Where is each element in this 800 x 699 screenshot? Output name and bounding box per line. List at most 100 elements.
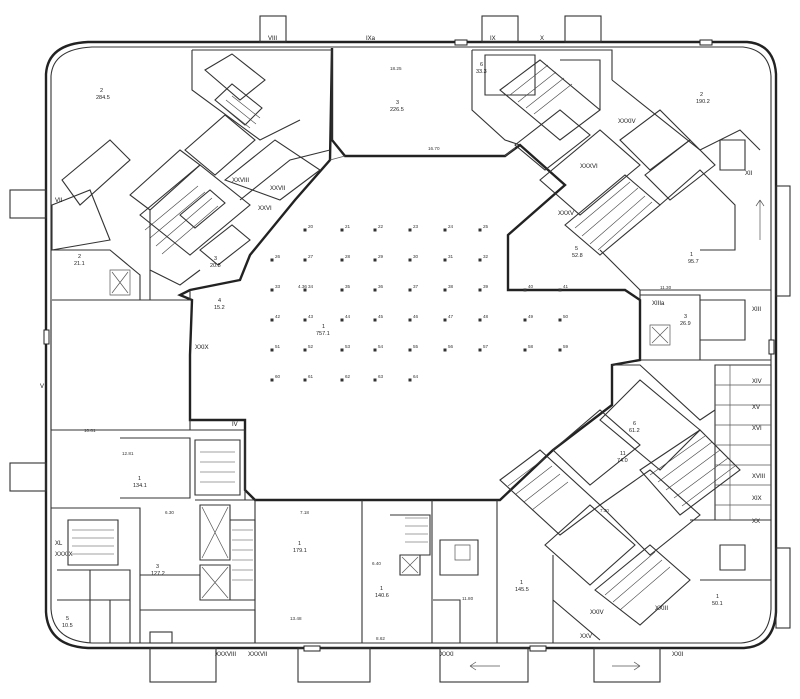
column-mark: 29 [378,254,384,259]
svg-text:5: 5 [575,246,578,252]
column-mark: 42 [275,314,281,319]
column-post [303,228,307,232]
svg-text:15.2: 15.2 [214,305,225,311]
svg-text:21.1: 21.1 [74,261,85,267]
column-mark: 27 [308,254,314,259]
svg-text:2: 2 [700,92,703,98]
nw-core [51,49,333,301]
column-mark: 39 [483,284,489,289]
axis-top-2: IXa [366,36,376,42]
column-post [408,378,412,382]
column-mark: 23 [413,224,419,229]
svg-text:145.5: 145.5 [515,587,529,593]
column-mark: 64 [413,374,419,379]
column-post [443,228,447,232]
axis-right-6: XVIII [752,474,765,480]
axis-inner-7: XXXIV [618,119,636,125]
column-post [558,288,562,292]
dimension: 11.30 [660,285,672,290]
axis-right-1: XIII [752,307,761,313]
column-post [303,288,307,292]
svg-text:1: 1 [690,252,693,258]
column-post [478,288,482,292]
axis-left-4: XXXIX [55,552,73,558]
dimension: 7.18 [300,510,309,515]
axis-inner-3: XXVI [258,206,272,212]
room-label: 320.8 [210,256,221,269]
column-post [523,318,527,322]
svg-text:5: 5 [66,616,69,622]
south-stores [361,500,498,643]
column-post [340,228,344,232]
dimension: 6.30 [165,510,174,515]
svg-text:3: 3 [684,314,687,320]
column-mark: 32 [483,254,489,259]
dimension: 4.36 [298,284,307,289]
column-post [478,318,482,322]
column-post [408,288,412,292]
column-post [303,348,307,352]
column-post [408,258,412,262]
se-core [499,364,772,643]
axis-right-5: XVI [752,426,762,432]
axis-inner-9: XII [745,171,753,177]
column-post [340,378,344,382]
column-post [443,288,447,292]
column-post [270,318,274,322]
room-label: 221.1 [74,254,85,267]
column-post [373,318,377,322]
axis-right-9: XXIV [590,610,604,616]
svg-text:3: 3 [156,564,159,570]
column-post [408,348,412,352]
svg-text:74.0: 74.0 [617,458,628,464]
column-mark: 28 [345,254,351,259]
column-post [373,378,377,382]
sw-block [50,300,256,644]
column-mark: 38 [448,284,454,289]
column-mark: 34 [308,284,314,289]
svg-text:179.1: 179.1 [293,548,307,554]
column-post [303,318,307,322]
column-mark: 30 [413,254,419,259]
axis-left-1: VII [55,198,63,204]
svg-text:190.2: 190.2 [696,99,710,105]
axis-bottom-1: XXXVIII [215,652,236,658]
column-mark: 24 [448,224,454,229]
svg-text:140.6: 140.6 [375,593,389,599]
column-post [340,258,344,262]
column-post [408,318,412,322]
column-post [270,258,274,262]
axis-inner-8: IV [232,422,238,428]
axis-right-10: XXV [580,634,592,640]
column-post [523,348,527,352]
column-post [270,348,274,352]
column-mark: 63 [378,374,384,379]
svg-text:2: 2 [78,254,81,260]
outer-walls [44,40,778,650]
column-mark: 57 [483,344,489,349]
dimension: 12.81 [122,451,134,456]
column-post [373,228,377,232]
axis-right-3: XIV [752,379,762,385]
svg-text:1: 1 [380,586,383,592]
axis-right-2: XIIIa [652,301,665,307]
dimension: 11.80 [462,596,474,601]
room-label: 633.3 [476,62,487,75]
svg-text:2: 2 [100,88,103,94]
room-label: 326.9 [680,314,691,327]
axis-bottom-2: XXXVII [248,652,268,658]
room-label: 661.2 [629,421,640,434]
room-label: 552.8 [572,246,583,259]
dimension: 18.25 [390,66,402,71]
axis-bottom-3: XXXI [440,652,454,658]
column-post [303,378,307,382]
dimension: 13.48 [290,616,302,621]
column-post [478,258,482,262]
